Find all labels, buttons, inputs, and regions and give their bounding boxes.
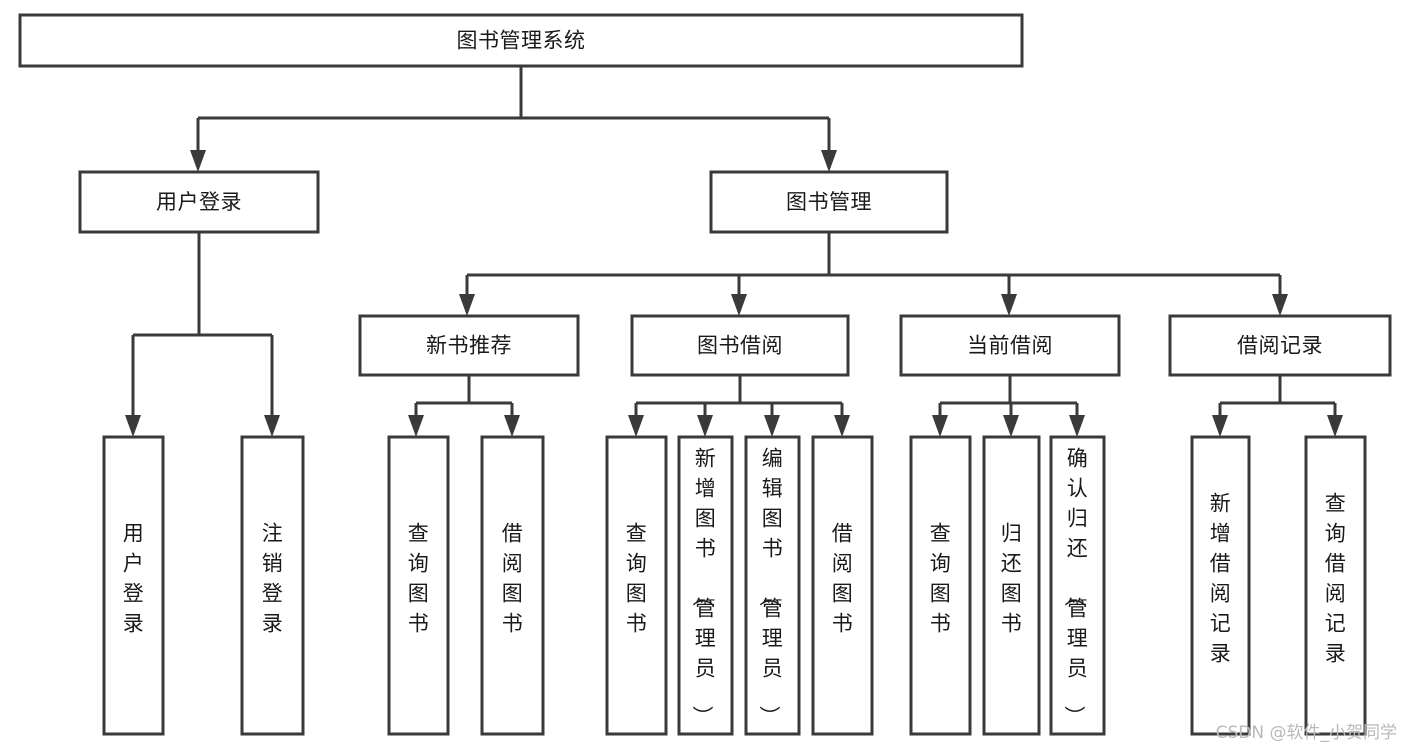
leaf-box [480,435,545,736]
leaf-label: 查询图书 [930,522,952,636]
leaf-box [909,435,972,736]
current-bus-arrow-0 [932,415,948,437]
node-new-book-rec[interactable]: 新书推荐 [358,314,580,377]
node-borrow-record[interactable]: 借阅记录 [1168,314,1392,377]
leaf-node[interactable]: 确认归还（管理员） [1049,435,1106,736]
borrow-bus-arrow-2 [764,415,780,437]
record-bus-arrow-0 [1212,415,1228,437]
leaf-label: 借阅图书 [832,522,854,636]
leaf-label: 查询借阅记录 [1325,492,1347,666]
root-bus-arrow-0 [190,150,206,172]
connectors-layer [125,66,1343,437]
node-box-new-book-rec [358,314,580,377]
current-bus-arrow-1 [1003,415,1019,437]
leaf-node[interactable]: 新增借阅记录 [1190,435,1251,736]
root-bus-arrow-1 [821,150,837,172]
node-label-user-login: 用户登录 [156,190,242,214]
leaf-label: 编辑图书（管理员） [757,447,784,728]
leaf-node[interactable]: 查询图书 [605,435,668,736]
leaf-node[interactable]: 用户登录 [102,435,165,736]
leaf-node[interactable]: 查询借阅记录 [1304,435,1367,736]
current-bus-arrow-2 [1069,415,1085,437]
leaf-box [744,435,801,736]
record-bus-arrow-1 [1327,415,1343,437]
node-box-current-borrow [899,314,1121,377]
leaf-box [811,435,874,736]
leaf-box [1190,435,1251,736]
borrow-bus-arrow-1 [697,415,713,437]
node-box-borrow-record [1168,314,1392,377]
leaf-label: 用户登录 [123,522,145,636]
leaf-label: 查询图书 [626,522,648,636]
leaf-node[interactable]: 新增图书（管理员） [677,435,734,736]
leaf-label: 注销登录 [262,522,284,636]
nodes-layer: 图书管理系统用户登录图书管理新书推荐图书借阅当前借阅借阅记录用户登录注销登录查询… [18,13,1392,736]
leaf-node[interactable]: 查询图书 [909,435,972,736]
leaf-box [1304,435,1367,736]
manage-bus-arrow-2 [1001,294,1017,316]
node-label-current-borrow: 当前借阅 [967,334,1053,358]
node-label-borrow-record: 借阅记录 [1237,334,1323,358]
node-root[interactable]: 图书管理系统 [18,13,1024,68]
leaf-box [605,435,668,736]
node-box-book-manage [709,170,949,234]
leaf-label: 借阅图书 [502,522,524,636]
node-box-user-login [78,170,320,234]
leaf-node[interactable]: 借阅图书 [480,435,545,736]
leaf-box [102,435,165,736]
manage-bus-arrow-1 [731,294,747,316]
node-current-borrow[interactable]: 当前借阅 [899,314,1121,377]
node-label-root: 图书管理系统 [457,29,586,53]
node-label-book-borrow: 图书借阅 [697,334,783,358]
borrow-bus-arrow-3 [834,415,850,437]
leaf-node[interactable]: 查询图书 [387,435,450,736]
node-label-new-book-rec: 新书推荐 [426,334,512,358]
leaf-label: 确认归还（管理员） [1062,447,1089,728]
login-bus-arrow-0 [125,415,141,437]
leaf-box [982,435,1041,736]
node-label-book-manage: 图书管理 [786,190,872,214]
leaf-box [677,435,734,736]
node-book-manage[interactable]: 图书管理 [709,170,949,234]
node-box-root [18,13,1024,68]
leaf-box [1049,435,1106,736]
rec-bus-arrow-0 [408,415,424,437]
node-box-book-borrow [630,314,850,377]
manage-bus-arrow-0 [459,294,475,316]
leaf-label: 归还图书 [1001,522,1023,636]
leaf-node[interactable]: 编辑图书（管理员） [744,435,801,736]
leaf-node[interactable]: 注销登录 [240,435,305,736]
leaf-box [240,435,305,736]
node-user-login[interactable]: 用户登录 [78,170,320,234]
leaf-label: 新增图书（管理员） [690,447,717,728]
leaf-label: 查询图书 [408,522,430,636]
login-bus-arrow-1 [264,415,280,437]
leaf-label: 新增借阅记录 [1210,492,1232,666]
node-book-borrow[interactable]: 图书借阅 [630,314,850,377]
leaf-node[interactable]: 借阅图书 [811,435,874,736]
rec-bus-arrow-1 [504,415,520,437]
manage-bus-arrow-3 [1272,294,1288,316]
borrow-bus-arrow-0 [628,415,644,437]
csdn-watermark: CSDN @软件_小贺同学 [1215,723,1397,743]
leaf-box [387,435,450,736]
leaf-node[interactable]: 归还图书 [982,435,1041,736]
